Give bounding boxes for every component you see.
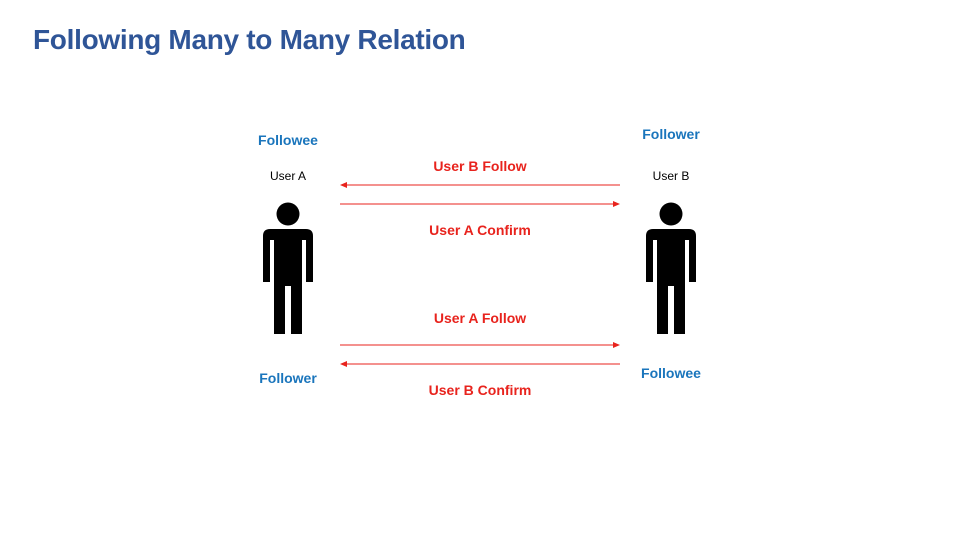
user-b-name: User B: [652, 169, 690, 183]
page-title: Following Many to Many Relation: [33, 24, 466, 55]
user-b-bottom-role: Followee: [641, 365, 701, 381]
user-a-bottom-role: Follower: [259, 370, 317, 386]
msg-user-a-follow: User A Follow: [433, 310, 527, 326]
user-b-top-role: Follower: [642, 126, 700, 142]
user-a-person-icon: [263, 202, 313, 334]
msg-user-b-confirm: User B Confirm: [428, 382, 532, 398]
user-a-name: User A: [269, 169, 307, 183]
user-a-top-role: Followee: [258, 132, 318, 148]
user-b-person-icon: [646, 202, 696, 334]
msg-user-b-follow: User B Follow: [433, 158, 527, 174]
msg-user-a-confirm: User A Confirm: [429, 222, 531, 238]
